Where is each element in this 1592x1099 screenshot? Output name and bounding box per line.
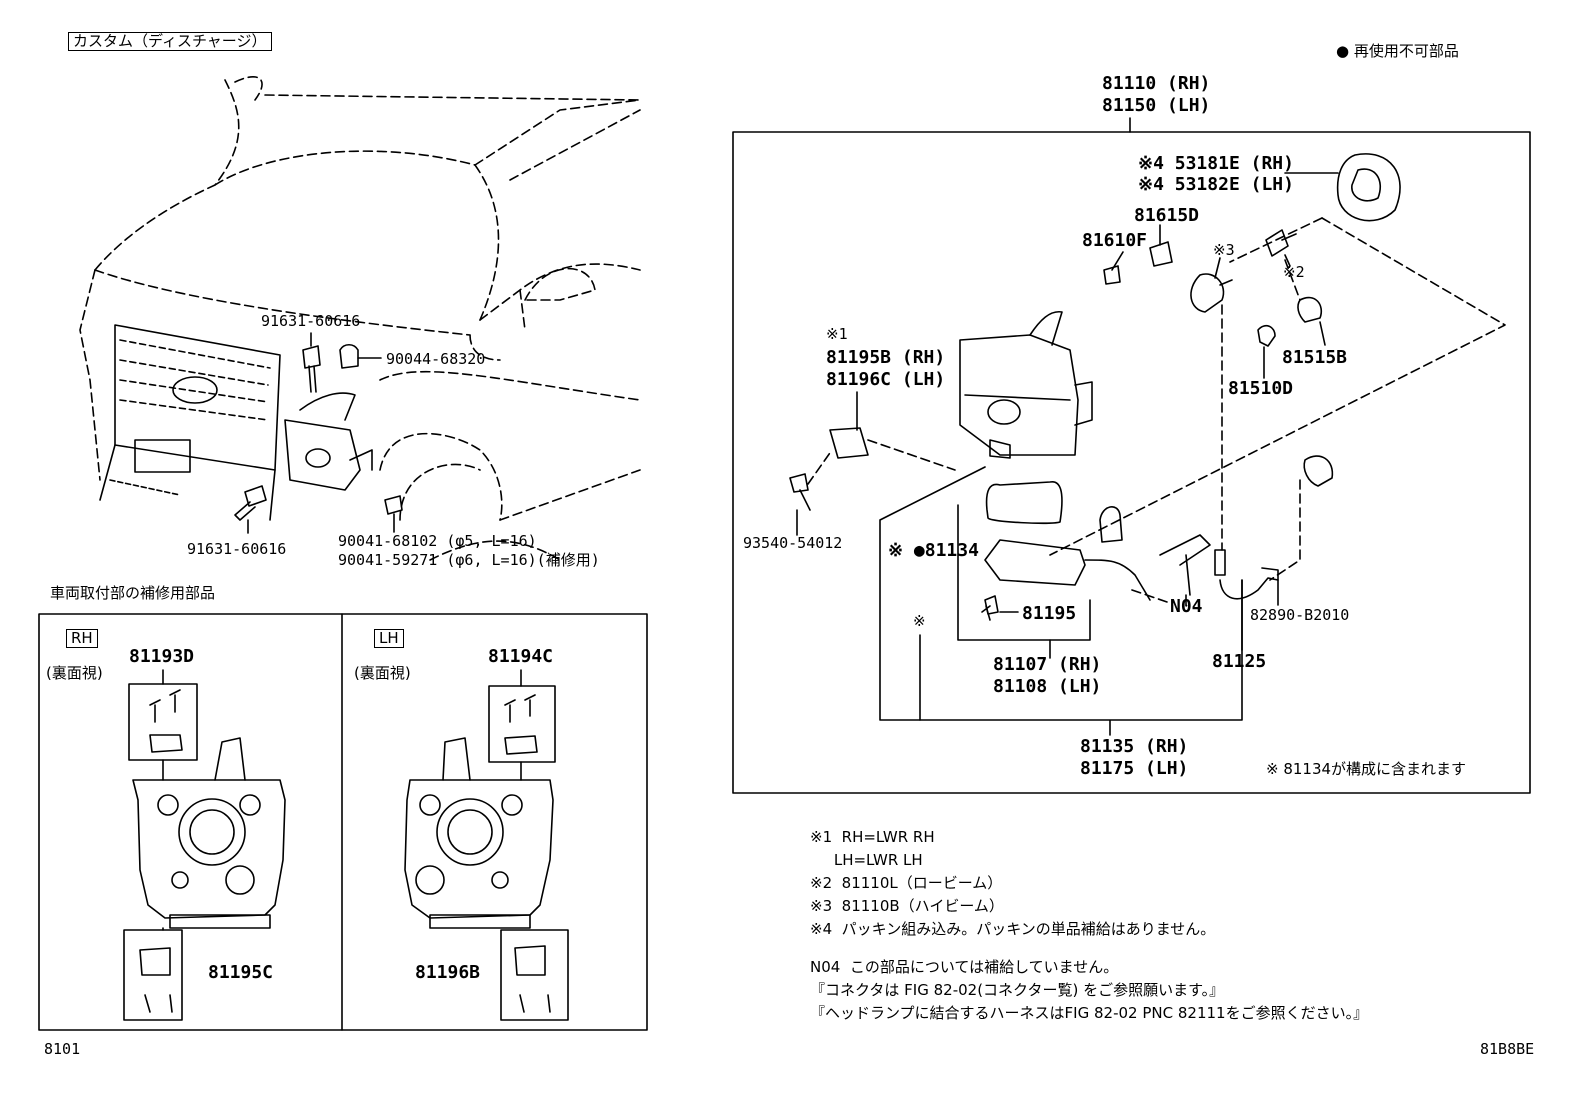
dashed-relations <box>807 217 1506 604</box>
part-82890: 82890-B2010 <box>1250 606 1350 624</box>
footer-right: 81B8BE <box>1480 1040 1535 1058</box>
lens-81195b <box>829 427 869 459</box>
part-81134: ※ ●81134 <box>888 540 979 561</box>
part-53182e: ※4 53182E (LH) <box>1138 174 1294 195</box>
rh-bottom-part: 81195C <box>208 962 274 983</box>
lh-side-badge: LH <box>374 629 404 648</box>
lh-top-part: 81194C <box>488 646 554 667</box>
assembly-leader-lines <box>796 172 1339 721</box>
socket-81615d <box>1149 241 1173 267</box>
repair-frame <box>38 613 648 1031</box>
vehicle-headlamp-installed <box>284 392 373 491</box>
headlamp-unit <box>959 310 1093 459</box>
part-81510d: 81510D <box>1228 378 1294 399</box>
screw-81195 <box>984 595 999 615</box>
vehicle-bolts <box>234 343 403 521</box>
note-1b: LH=LWR LH <box>810 851 923 869</box>
part-93540: 93540-54012 <box>743 534 843 552</box>
sub-connector-82890 <box>1303 455 1334 487</box>
label-91631-top: 91631-60616 <box>261 312 361 330</box>
label-90041-59271: 90041-59271 (φ6, L=16)(補修用) <box>338 551 600 569</box>
note-3: ※3 81110B（ハイビーム） <box>810 897 1004 915</box>
part-53181e: ※4 53181E (RH) <box>1138 153 1294 174</box>
bulb-high <box>1190 273 1233 313</box>
part-81615d: 81615D <box>1134 205 1200 226</box>
assembly-note: ※ 81134が構成に含まれます <box>1266 760 1467 778</box>
part-81195b: 81195B (RH) <box>826 347 946 368</box>
note-harness: 『ヘッドランプに結合するハーネスはFIG 82-02 PNC 82111をご参照… <box>810 1004 1369 1022</box>
lh-bottom-part: 81196B <box>415 962 481 983</box>
vehicle-leader-lines <box>247 332 395 534</box>
socket-81515b <box>1297 296 1322 323</box>
screw-93540 <box>789 473 811 511</box>
gasket-box <box>957 504 1091 641</box>
label-90044: 90044-68320 <box>386 350 486 368</box>
part-81610f: 81610F <box>1082 230 1148 251</box>
assembly-top-rh: 81110 (RH) <box>1102 73 1211 94</box>
part-81515b: 81515B <box>1282 347 1348 368</box>
footer-left: 8101 <box>44 1040 81 1058</box>
bulb-81510d <box>1257 324 1276 347</box>
repair-section-title: 車両取付部の補修用部品 <box>50 584 216 602</box>
note-2: ※2 81110L（ロービーム） <box>810 874 1003 892</box>
rh-view-label: (裏面視) <box>46 664 103 682</box>
rh-side-badge: RH <box>66 629 98 648</box>
mark-3: ※3 <box>1213 241 1235 259</box>
part-81108: 81108 (LH) <box>993 676 1102 697</box>
label-91631-bottom: 91631-60616 <box>187 540 287 558</box>
part-81175: 81175 (LH) <box>1080 758 1189 779</box>
lh-view-label: (裏面視) <box>354 664 411 682</box>
part-81125: 81125 <box>1212 651 1267 672</box>
cover-5318x <box>1336 153 1401 222</box>
bulb-low <box>1265 229 1297 257</box>
rh-top-part: 81193D <box>129 646 195 667</box>
label-n04: N04 <box>1170 596 1203 617</box>
note-1a: ※1 RH=LWR RH <box>810 828 935 846</box>
mark-1: ※1 <box>826 325 848 343</box>
note-4: ※4 パッキン組み込み。パッキンの単品補給はありません。 <box>810 920 1216 938</box>
part-81135: 81135 (RH) <box>1080 736 1189 757</box>
subassembly-bracket <box>879 466 1243 736</box>
label-90041-68102: 90041-68102 (φ5, L=16) <box>338 532 537 550</box>
part-81196c: 81196C (LH) <box>826 369 946 390</box>
lh-bracket-drawing <box>404 669 569 1021</box>
variant-label: カスタム（ディスチャージ） <box>68 32 272 51</box>
note-n04: N04 この部品については補給していません。 <box>810 958 1119 976</box>
assembly-frame <box>732 131 1531 794</box>
part-81107: 81107 (RH) <box>993 654 1102 675</box>
mark-star: ※ <box>913 612 926 630</box>
rh-bracket-drawing <box>123 669 286 1021</box>
assembly-top-lh: 81150 (LH) <box>1102 95 1211 116</box>
note-connector: 『コネクタは FIG 82-02(コネクター覧) をご参照願います。』 <box>810 981 1225 999</box>
reuse-legend: ● 再使用不可部品 <box>1336 42 1459 60</box>
mark-2: ※2 <box>1283 263 1305 281</box>
part-81195: 81195 <box>1022 603 1077 624</box>
vehicle-grille-area <box>99 324 281 521</box>
